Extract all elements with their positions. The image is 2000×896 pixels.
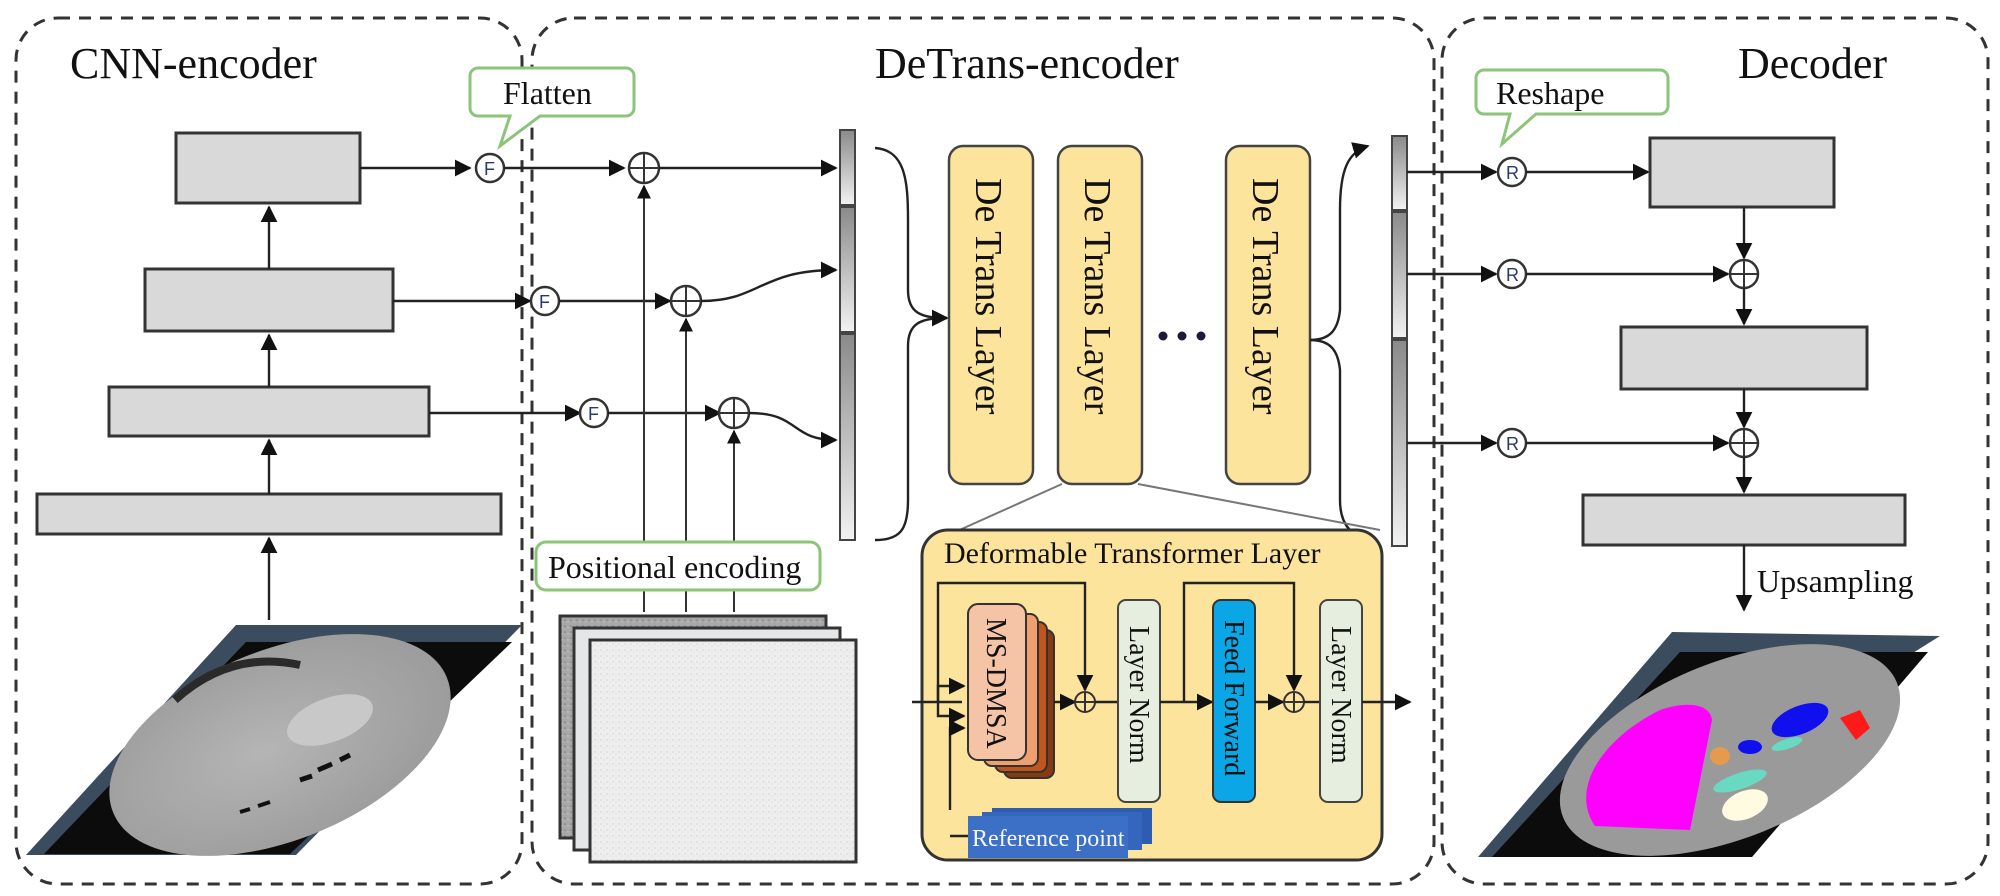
detrans-layer-2: De Trans Layer: [1056, 144, 1144, 486]
segment-stomach: [1771, 702, 1829, 738]
decoder-feature-map-2: [1619, 325, 1869, 391]
cnn-encoder-title: CNN-encoder: [70, 39, 317, 88]
svg-text:Reshape: Reshape: [1496, 75, 1604, 111]
zoom-line: [954, 483, 1063, 533]
deformable-layer-title: Deformable Transformer Layer: [944, 537, 1321, 570]
decoder: Upsampling: [1478, 136, 1940, 857]
detrans-layer-n: De Trans Layer: [1224, 144, 1312, 486]
svg-text:Flatten: Flatten: [503, 75, 592, 111]
segment-pancreas: [1713, 769, 1767, 793]
cnn-feature-map-4: [174, 131, 362, 205]
segment-gallbladder: [1710, 747, 1730, 765]
output-brace-top: [1309, 142, 1370, 342]
add-operator: [1728, 427, 1760, 459]
cnn-feature-map-3: [143, 267, 395, 333]
flatten-callout: Flatten: [468, 66, 636, 151]
ms-dmsa-block: MS-DMSA: [967, 603, 1055, 779]
svg-text:De Trans Layer: De Trans Layer: [1076, 178, 1118, 415]
cnn-feature-map-2: [107, 385, 431, 438]
input-brace: [874, 146, 946, 542]
add-operator: [669, 284, 703, 318]
decoder-frame: [1440, 16, 1990, 886]
reshape-operator: R: [1496, 258, 1528, 290]
cnn-encoder-frame: [14, 16, 524, 886]
svg-text:R: R: [1506, 434, 1519, 454]
add-operator: [1283, 691, 1305, 713]
decoder-feature-map-1: [1648, 136, 1836, 209]
reshape-connections: R R R: [1407, 156, 1730, 459]
token-sequence-input: [839, 129, 856, 541]
detrans-encoder-title: DeTrans-encoder: [875, 39, 1179, 88]
segment-spleen: [1840, 710, 1870, 740]
svg-text:MS-DMSA: MS-DMSA: [980, 618, 1011, 749]
svg-text:F: F: [539, 292, 550, 312]
upsampling-label: Upsampling: [1757, 563, 1913, 599]
add-operator: [627, 151, 661, 185]
decoder-feature-map-3: [1581, 493, 1907, 547]
svg-text:R: R: [1506, 265, 1519, 285]
segment-kidney: [1722, 789, 1768, 821]
svg-text:Layer Norm: Layer Norm: [1123, 626, 1154, 764]
deformable-transformer-layer: Deformable Transformer Layer MS-DMSA Lay…: [912, 528, 1412, 862]
layer-norm-block-2: Layer Norm: [1319, 599, 1363, 803]
svg-text:De Trans Layer: De Trans Layer: [1244, 178, 1286, 415]
reference-point-block: Reference point: [950, 808, 1152, 858]
token-sequence-output: [1391, 135, 1408, 547]
svg-text:F: F: [484, 159, 495, 179]
decoder-title: Decoder: [1738, 39, 1887, 88]
flatten-operator: F: [474, 152, 506, 184]
reshape-operator: R: [1496, 156, 1528, 188]
segment-liver: [1586, 704, 1712, 830]
svg-text:R: R: [1506, 163, 1519, 183]
zoom-line: [1137, 483, 1381, 531]
positional-encoding-maps: [558, 614, 858, 864]
layer-norm-block-1: Layer Norm: [1117, 599, 1161, 803]
reshape-operator: R: [1496, 427, 1528, 459]
reshape-callout: Reshape: [1474, 68, 1670, 149]
svg-text:F: F: [588, 404, 599, 424]
svg-text:De Trans Layer: De Trans Layer: [967, 178, 1009, 415]
ct-input-image: [26, 625, 522, 856]
detrans-layer-1: De Trans Layer: [947, 144, 1035, 486]
positional-encoding-callout: Positional encoding: [534, 540, 822, 592]
cnn-feature-map-1: [35, 492, 503, 536]
flatten-operator: F: [529, 285, 561, 317]
ellipsis: [1158, 331, 1206, 341]
add-operator: [1728, 258, 1760, 290]
svg-text:Reference point: Reference point: [972, 826, 1125, 852]
segmentation-output-image: [1478, 632, 1940, 857]
add-operator: [717, 396, 751, 430]
svg-text:Layer Norm: Layer Norm: [1325, 626, 1356, 764]
cnn-encoder: [26, 131, 522, 856]
detrans-encoder-frame: [530, 16, 1436, 886]
feed-forward-block: Feed Forward: [1212, 599, 1256, 803]
add-operator: [1074, 691, 1096, 713]
svg-text:Positional encoding: Positional encoding: [548, 549, 801, 585]
flatten-connections: F F F: [360, 151, 838, 612]
flatten-operator: F: [578, 397, 610, 429]
output-brace-bottom: [1309, 338, 1370, 545]
svg-text:Feed Forward: Feed Forward: [1218, 620, 1249, 776]
